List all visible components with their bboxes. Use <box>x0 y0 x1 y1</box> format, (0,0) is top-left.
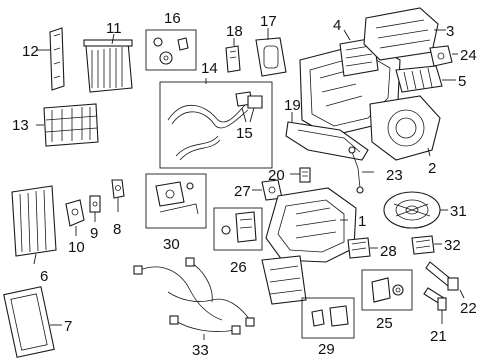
callout-33: 33 <box>192 342 209 359</box>
callout-29: 29 <box>318 341 335 358</box>
callout-32: 32 <box>444 237 461 254</box>
part-10-valve <box>65 199 85 227</box>
callout-4: 4 <box>333 17 341 34</box>
part-33-wiring-harness <box>133 257 255 335</box>
part-11-heater-core <box>83 39 133 93</box>
callout-5: 5 <box>458 73 466 90</box>
callout-20: 20 <box>268 167 285 184</box>
part-22-sensor <box>425 261 459 291</box>
callout-25: 25 <box>376 315 393 332</box>
part-12-bracket <box>49 27 65 91</box>
part-31-blower-motor <box>383 191 441 229</box>
leader-11 <box>111 33 115 45</box>
part-6-evaporator <box>11 185 57 257</box>
part-32-resistor <box>411 235 435 255</box>
callout-3: 3 <box>446 23 454 40</box>
callout-19: 19 <box>284 97 301 114</box>
callout-30: 30 <box>163 236 180 253</box>
callout-24: 24 <box>460 47 477 64</box>
callout-11: 11 <box>106 20 122 37</box>
leader-22 <box>459 289 465 299</box>
callout-23: 23 <box>386 167 403 184</box>
part-24-actuator <box>429 45 453 67</box>
part-16-hardware <box>145 29 197 71</box>
callout-21: 21 <box>430 328 447 345</box>
part-14-hose-assembly <box>159 81 273 169</box>
leader-4 <box>343 29 351 41</box>
callout-15: 15 <box>236 125 253 142</box>
part-20-bolt <box>299 167 311 183</box>
part-21-sensor <box>423 287 447 311</box>
leader-15b <box>249 107 255 123</box>
callout-27: 27 <box>234 183 251 200</box>
part-2-blower-housing <box>369 95 441 161</box>
part-17-seal <box>255 37 287 77</box>
callout-28: 28 <box>380 243 397 260</box>
callout-26: 26 <box>230 259 247 276</box>
leader-15 <box>241 107 247 123</box>
part-3-door-assembly <box>363 7 439 61</box>
part-7-filter <box>3 286 55 358</box>
part-1-hvac-housing <box>261 187 357 305</box>
part-13-core <box>43 103 99 147</box>
callout-22: 22 <box>460 300 477 317</box>
leader-2 <box>427 147 431 157</box>
callout-17: 17 <box>260 13 277 30</box>
callout-10: 10 <box>68 239 85 256</box>
part-30-actuator-assembly <box>145 173 207 229</box>
callout-14: 14 <box>201 60 218 77</box>
part-25-hardware <box>361 269 413 311</box>
callout-1: 1 <box>358 213 366 230</box>
part-29-hardware <box>301 297 355 339</box>
part-5-cabin-filter <box>395 65 443 93</box>
callout-31: 31 <box>450 203 467 220</box>
callout-7: 7 <box>64 318 72 335</box>
part-9-gasket <box>89 195 101 213</box>
part-26-hardware <box>213 207 263 251</box>
callout-9: 9 <box>90 225 98 242</box>
callout-16: 16 <box>164 10 181 27</box>
callout-13: 13 <box>12 117 29 134</box>
part-19-duct <box>285 121 369 161</box>
part-8-sensor <box>111 179 125 199</box>
part-28-module <box>347 237 371 259</box>
callout-2: 2 <box>428 160 436 177</box>
leader-6 <box>33 253 37 265</box>
callout-6: 6 <box>40 268 48 285</box>
callout-8: 8 <box>113 221 121 238</box>
callout-12: 12 <box>22 43 39 60</box>
part-23-line <box>348 146 364 194</box>
part-18-clip <box>225 45 241 73</box>
callout-18: 18 <box>226 23 243 40</box>
